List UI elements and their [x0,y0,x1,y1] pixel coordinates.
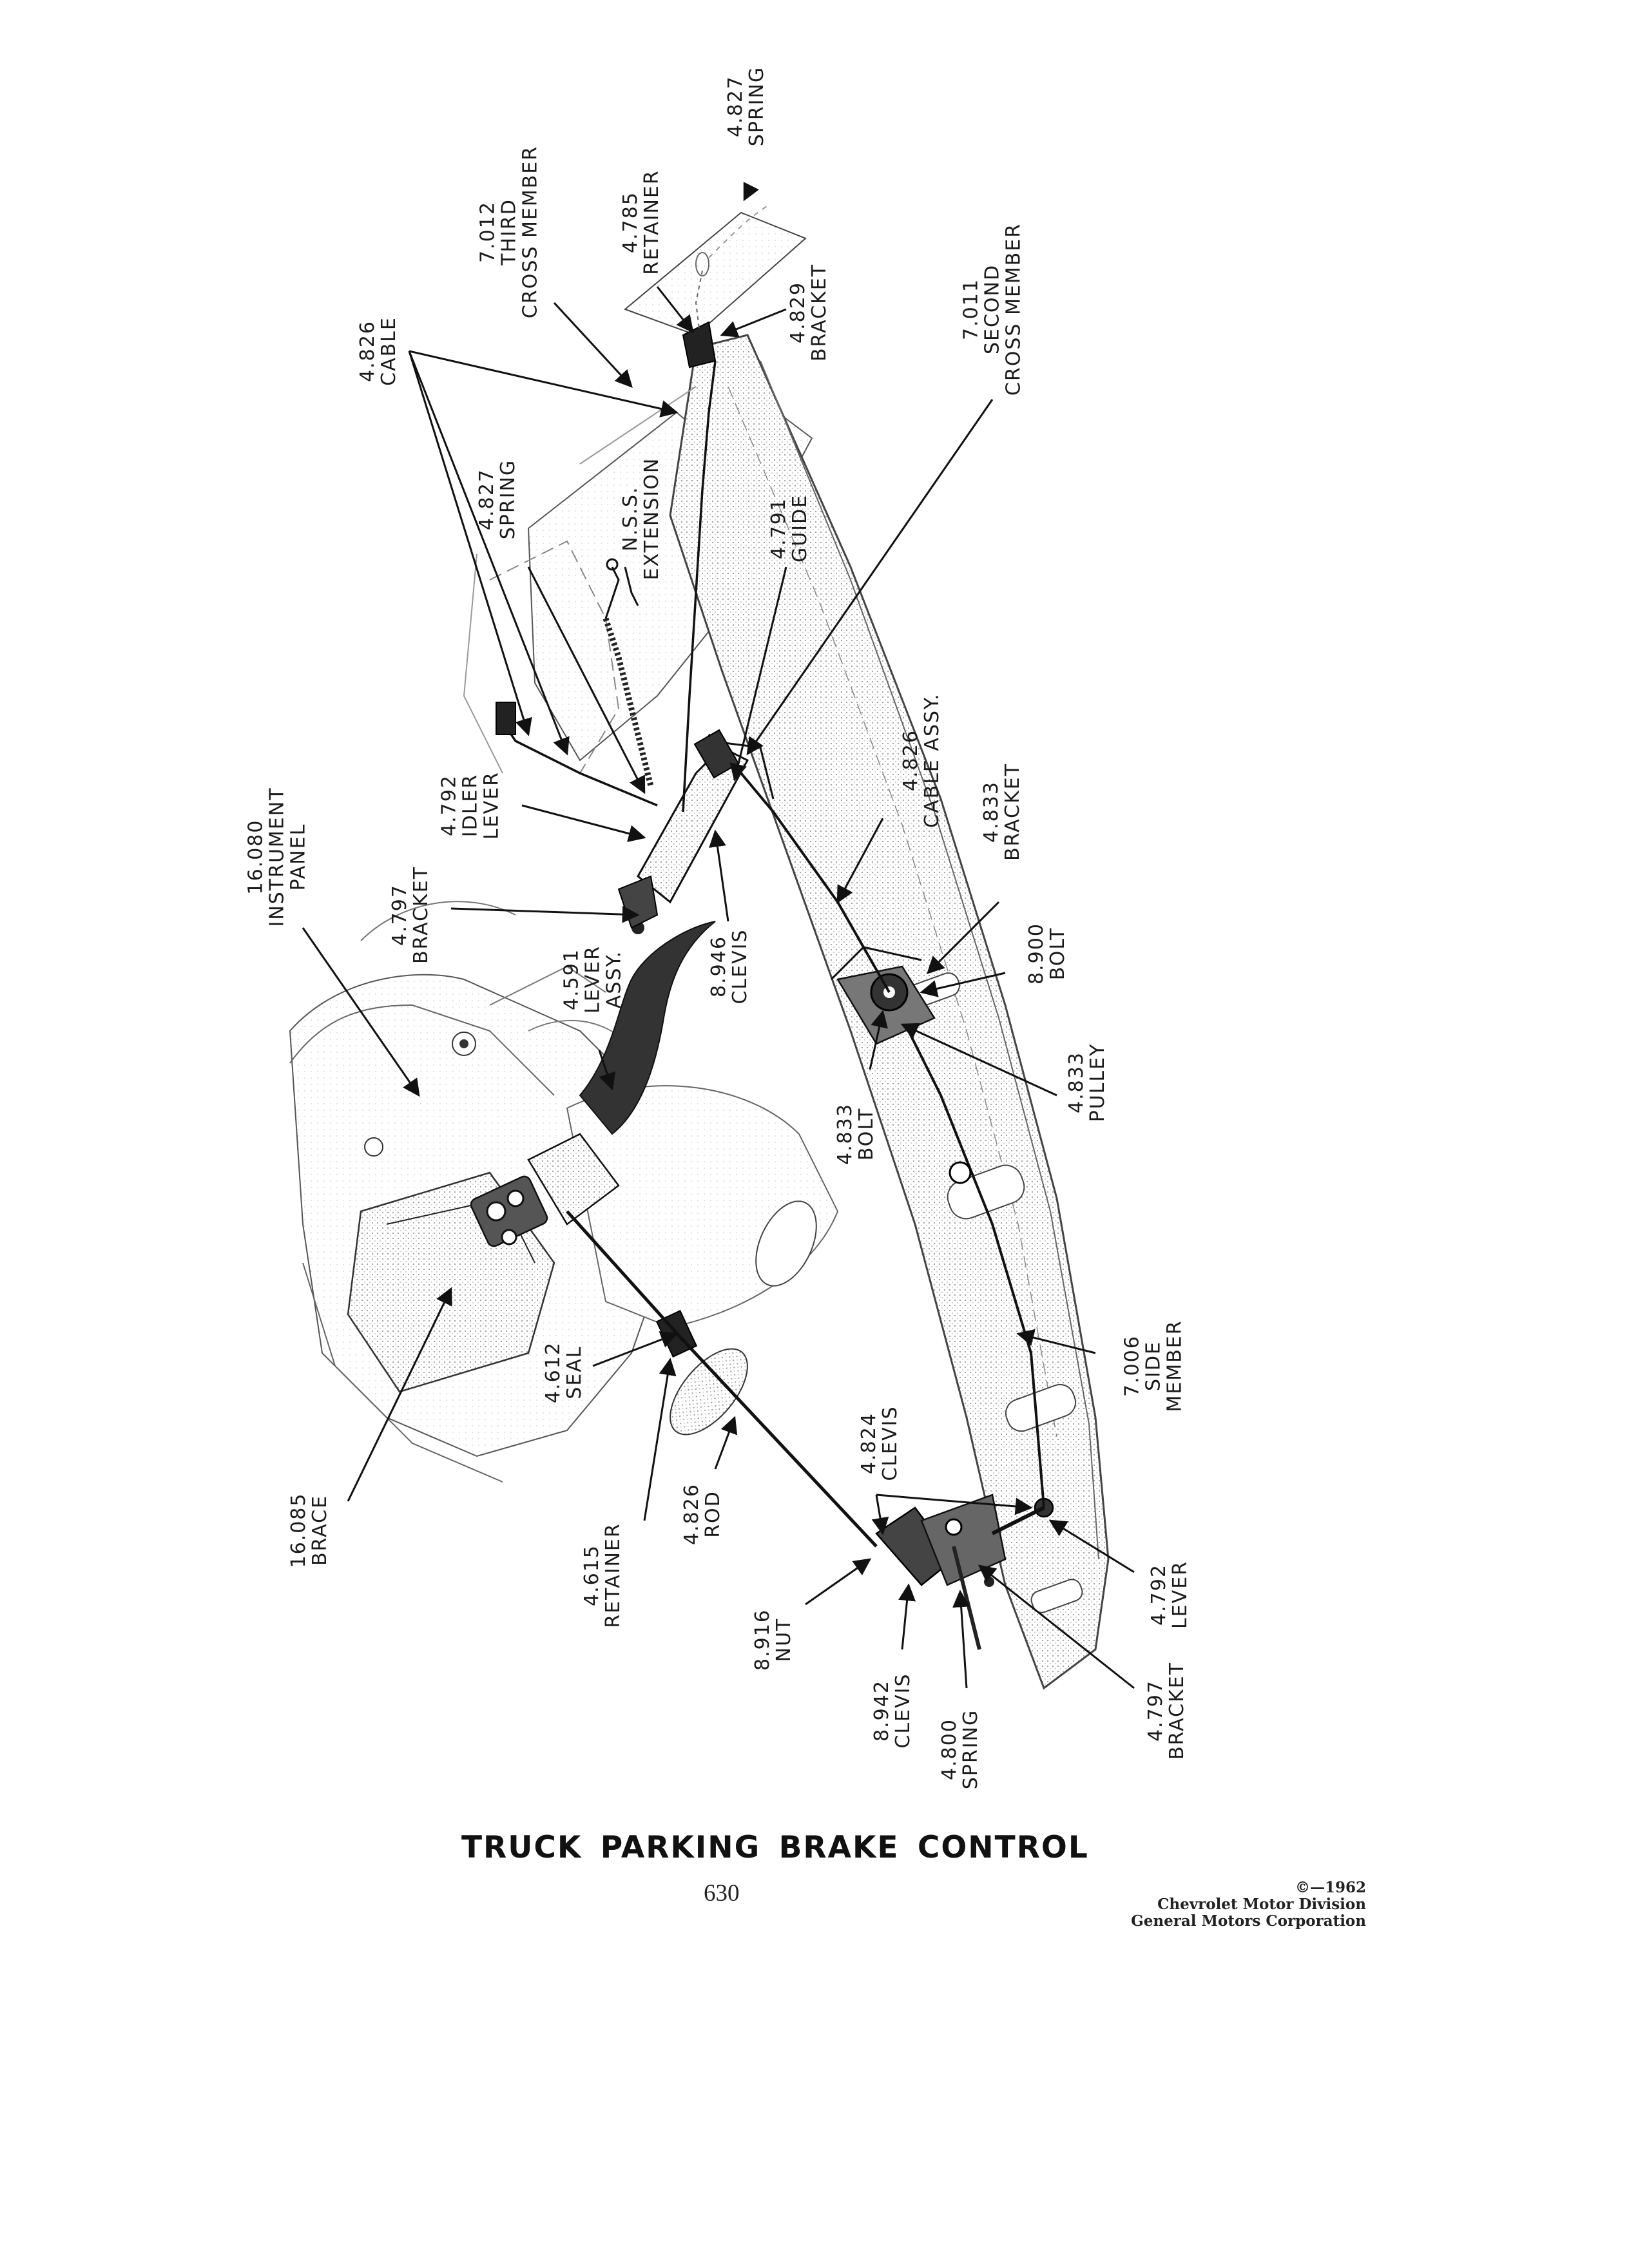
callout-text: BRACKET [410,865,432,965]
callout-text: CROSS MEMBER [519,145,542,319]
callout-number: 4.827 [724,75,747,137]
callout-number: 8.946 [708,936,730,997]
idler-lever-shape [637,746,749,904]
callout-number: 8.916 [751,1609,774,1671]
callout-number: 4.826 [680,1483,703,1545]
callout-text: PULLEY [1086,1043,1109,1122]
callout-number: 4.792 [438,774,461,836]
callout-number: 8.900 [1025,923,1048,985]
callout-text: ASSY. [602,950,626,1009]
callout-text: CLEVIS [879,1405,901,1481]
callout-text: SEAL [563,1345,586,1399]
copyright-notice: ©—1962 Chevrolet Motor Division General … [1057,1879,1366,1930]
callout-number: 4.792 [1148,1564,1170,1626]
callout-number: 4.797 [1144,1680,1167,1742]
callout-text: SECOND [981,264,1004,355]
callout-text: BOLT [1046,927,1069,981]
callout-text: GUIDE [789,494,811,563]
callout-text: CLEVIS [729,928,751,1004]
callout-text: INSTRUMENT [265,787,289,927]
callout-text: BOLT [855,1107,878,1161]
callout-number: 4.833 [834,1103,856,1165]
callout-text: LEVER [1169,1561,1191,1629]
callout-number: N.S.S. [619,486,642,552]
callout-number: 4.797 [389,884,411,946]
callout-text: EXTENSION [641,457,663,581]
callout-number: 4.785 [619,191,642,253]
page-number: 630 [704,1880,740,1907]
callout-text: SPRING [959,1709,982,1790]
callout-number: 4.800 [938,1718,961,1780]
callout-number: 7.011 [959,278,983,340]
callout-number: 16.085 [287,1492,310,1568]
callout-text: SPRING [746,66,768,147]
callout-text: CABLE [378,316,400,386]
callout-text: LEVER [581,945,604,1014]
callout-text: BRACE [309,1494,331,1566]
callout-text: BRACKET [1166,1661,1188,1760]
copyright-line: General Motors Corporation [1131,1912,1366,1930]
callout-number: 4.829 [787,282,809,343]
callout-text: CLEVIS [892,1673,914,1749]
callout-number: 4.824 [858,1412,880,1474]
callout-text: SPRING [497,459,519,540]
callout-text: RETAINER [602,1523,624,1628]
callout-text: RETAINER [641,169,663,275]
callout-number: 4.791 [767,497,790,559]
callout-number: 4.591 [560,948,583,1010]
callout-number: 16.080 [244,819,267,895]
callout-number: 4.833 [980,781,1003,843]
callout-text: PANEL [287,823,310,891]
callout-number: 4.833 [1065,1052,1088,1113]
cable-rear-right [682,360,717,812]
callout-number: 8.942 [871,1680,893,1742]
copyright-line: ©—1962 [1295,1879,1366,1896]
callout-number: 4.827 [476,468,498,530]
callout-number: 4.826 [356,320,379,382]
callout-number: 4.612 [542,1341,564,1403]
callout-number: 4.826 [900,729,922,791]
callout-text: IDLER [459,773,482,838]
leader-lines [302,182,1135,1689]
front-rod [566,1210,878,1548]
callout-text: CABLE ASSY. [921,693,943,828]
callout-text: SIDE [1142,1341,1165,1391]
copyright-line: Chevrolet Motor Division [1157,1896,1366,1913]
callout-text: MEMBER [1163,1320,1186,1412]
callout-text: NUT [773,1617,795,1662]
cable-run-side [888,992,1045,1508]
callout-text: CROSS MEMBER [1002,222,1025,396]
callout-number: 4.615 [581,1544,603,1606]
callout-text: BRACKET [1001,762,1024,861]
callout-text: LEVER [480,771,503,840]
callout-text: THIRD [497,198,521,265]
callout-number: 7.006 [1121,1335,1144,1397]
callout-number: 7.012 [476,201,499,263]
callout-text: ROD [702,1490,724,1538]
callout-text: BRACKET [808,263,831,362]
figure-title: TRUCK PARKING BRAKE CONTROL [461,1830,1089,1865]
